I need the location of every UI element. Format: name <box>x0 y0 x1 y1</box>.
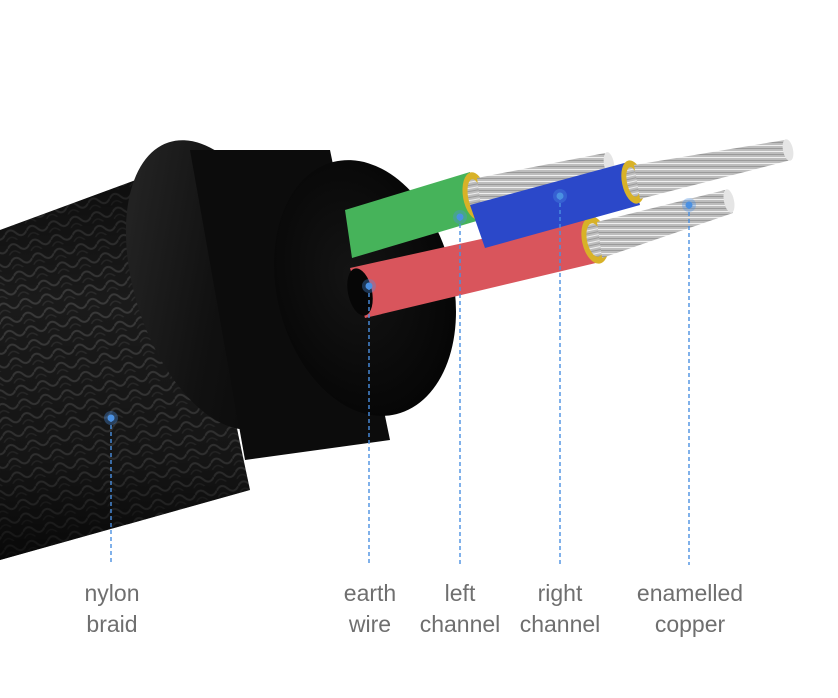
leader-dot-earth-wire <box>365 282 373 290</box>
leader-dot-enamelled-copper <box>685 201 693 209</box>
label-right-channel: right channel <box>512 578 608 640</box>
label-line-2: braid <box>86 611 138 637</box>
label-line-1: right <box>537 580 583 606</box>
label-line-2: channel <box>519 611 601 637</box>
leader-lines <box>104 189 696 565</box>
label-line-2: channel <box>419 611 501 637</box>
label-line-1: enamelled <box>636 580 744 606</box>
label-line-1: nylon <box>84 580 140 606</box>
label-line-2: wire <box>348 611 392 637</box>
label-left-channel: left channel <box>412 578 508 640</box>
label-enamelled-copper: enamelled copper <box>628 578 752 640</box>
leader-dot-left-channel <box>456 213 464 221</box>
label-nylon-braid: nylon braid <box>62 578 162 640</box>
label-line-2: copper <box>654 611 726 637</box>
label-line-1: left <box>444 580 476 606</box>
earth-wire-conductor <box>347 189 735 318</box>
leader-dot-right-channel <box>556 192 564 200</box>
right-channel-conductor <box>470 139 794 248</box>
label-earth-wire: earth wire <box>320 578 420 640</box>
leader-dot-nylon-braid <box>107 414 115 422</box>
label-line-1: earth <box>343 580 397 606</box>
